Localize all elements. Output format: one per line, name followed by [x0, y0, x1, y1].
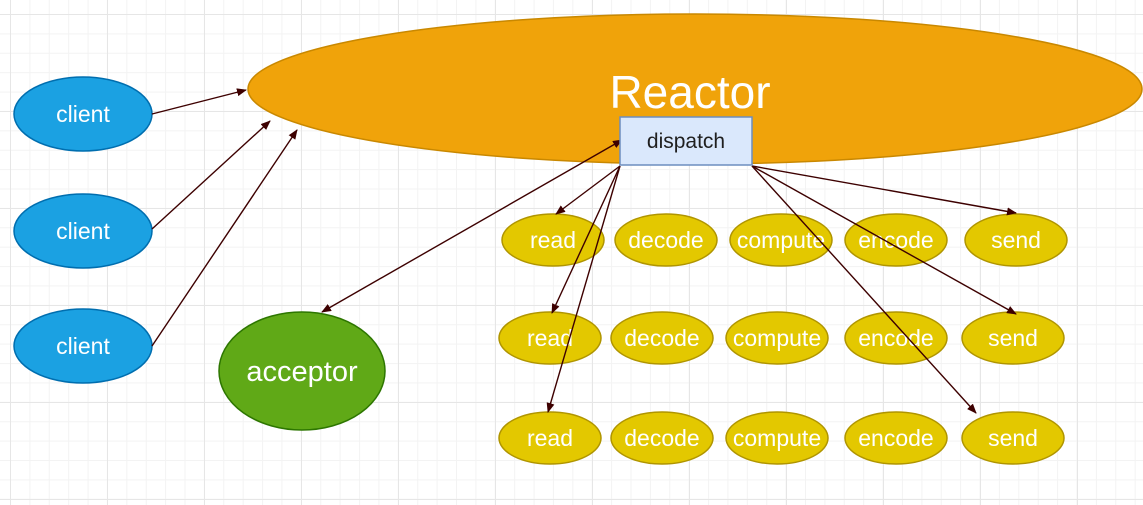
- stage-label: read: [527, 425, 573, 451]
- stage-label: decode: [628, 227, 703, 253]
- dispatch-to-send-arrow: [751, 165, 977, 414]
- handler-row: read decode compute encode send: [498, 411, 1065, 465]
- stage-encode-node[interactable]: encode: [844, 213, 948, 267]
- client-to-reactor-arrow: [151, 88, 247, 115]
- stage-shape: [844, 311, 948, 365]
- stage-compute-node[interactable]: compute: [725, 411, 829, 465]
- acceptor-label: acceptor: [246, 356, 358, 388]
- stage-shape: [610, 411, 714, 465]
- stage-read-node[interactable]: read: [501, 213, 605, 267]
- dispatch-to-read-arrow: [555, 165, 621, 215]
- dispatch-node[interactable]: dispatch: [619, 116, 753, 166]
- acceptor-shape: [218, 311, 386, 431]
- stage-compute-node[interactable]: compute: [729, 213, 833, 267]
- stage-encode-node[interactable]: encode: [844, 311, 948, 365]
- stage-label: decode: [624, 425, 699, 451]
- stage-label: encode: [858, 227, 933, 253]
- dispatch-to-send-arrow: [751, 165, 1017, 315]
- dispatch-connectors: [321, 139, 1017, 414]
- stage-shape: [844, 411, 948, 465]
- stage-send-node[interactable]: send: [964, 213, 1068, 267]
- stage-compute-node[interactable]: compute: [725, 311, 829, 365]
- stage-label: compute: [737, 227, 825, 253]
- client-to-reactor-arrow: [151, 129, 298, 347]
- stage-shape: [725, 411, 829, 465]
- client-node[interactable]: client: [13, 193, 153, 269]
- stage-label: read: [527, 325, 573, 351]
- handler-stages: read decode compute encode send read decode com…: [498, 213, 1068, 465]
- client-node[interactable]: client: [13, 308, 153, 384]
- dispatch-to-read-arrow: [546, 165, 621, 413]
- stage-encode-node[interactable]: encode: [844, 411, 948, 465]
- stage-label: encode: [858, 425, 933, 451]
- client-label: client: [56, 218, 110, 244]
- dispatch-to-send-arrow: [751, 165, 1017, 216]
- stage-decode-node[interactable]: decode: [614, 213, 718, 267]
- stage-read-node[interactable]: read: [498, 311, 602, 365]
- client-label: client: [56, 333, 110, 359]
- stage-label: compute: [733, 325, 821, 351]
- stage-label: encode: [858, 325, 933, 351]
- dispatch-box: [619, 116, 753, 166]
- stage-decode-node[interactable]: decode: [610, 411, 714, 465]
- stage-shape: [844, 213, 948, 267]
- client-label: client: [56, 101, 110, 127]
- reactor-label: Reactor: [609, 66, 770, 118]
- client-node[interactable]: client: [13, 76, 153, 152]
- client-connectors: [151, 88, 298, 347]
- stage-shape: [725, 311, 829, 365]
- dispatch-to-read-arrow: [551, 165, 621, 314]
- dispatch-acceptor-arrow: [321, 139, 623, 313]
- stage-shape: [610, 311, 714, 365]
- stage-decode-node[interactable]: decode: [610, 311, 714, 365]
- handler-row: read decode compute encode send: [498, 311, 1065, 365]
- stage-send-node[interactable]: send: [961, 411, 1065, 465]
- stage-label: compute: [733, 425, 821, 451]
- stage-label: decode: [624, 325, 699, 351]
- stage-read-node[interactable]: read: [498, 411, 602, 465]
- stage-label: send: [988, 425, 1038, 451]
- stage-shape: [961, 411, 1065, 465]
- stage-label: send: [988, 325, 1038, 351]
- client-to-reactor-arrow: [151, 120, 271, 230]
- stage-send-node[interactable]: send: [961, 311, 1065, 365]
- dispatch-label: dispatch: [647, 130, 725, 153]
- stage-label: read: [530, 227, 576, 253]
- handler-row: read decode compute encode send: [501, 213, 1068, 267]
- client-shape: [13, 193, 153, 269]
- stage-label: send: [991, 227, 1041, 253]
- reactor-node[interactable]: Reactor: [247, 13, 1143, 165]
- acceptor-node[interactable]: acceptor: [218, 311, 386, 431]
